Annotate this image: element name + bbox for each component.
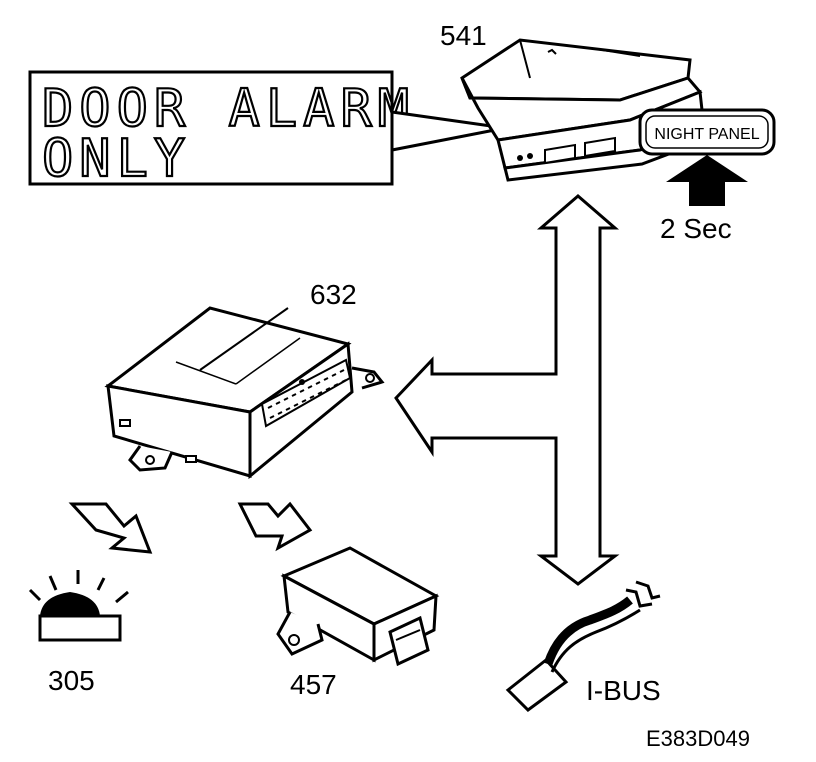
label-ibus: I-BUS bbox=[586, 675, 661, 706]
display-message-box: DOOR ALARM ONLY bbox=[28, 70, 506, 190]
label-541: 541 bbox=[440, 20, 487, 51]
display-message-line1: DOOR ALARM bbox=[42, 79, 415, 139]
night-panel-button: NIGHT PANEL bbox=[638, 108, 776, 156]
label-305: 305 bbox=[48, 665, 95, 696]
night-panel-label: NIGHT PANEL bbox=[654, 126, 759, 143]
press-arrow-icon bbox=[666, 155, 748, 206]
control-module-632: 632 bbox=[104, 279, 385, 480]
display-message-line2: ONLY bbox=[42, 129, 191, 189]
output-arrow-305 bbox=[68, 502, 153, 554]
callout-pointer bbox=[390, 110, 506, 152]
press-duration-label: 2 Sec bbox=[660, 213, 732, 244]
output-arrow-457 bbox=[237, 501, 313, 552]
label-632: 632 bbox=[310, 279, 357, 310]
siren-module-457: 457 bbox=[276, 546, 440, 700]
label-457: 457 bbox=[290, 669, 337, 700]
instrument-cluster-541: 541 bbox=[440, 20, 708, 182]
ibus-connector: I-BUS bbox=[505, 580, 661, 712]
figure-code: E383D049 bbox=[646, 726, 750, 751]
ibus-arrows bbox=[394, 194, 620, 586]
alarm-indicator-305: 305 bbox=[28, 570, 129, 696]
